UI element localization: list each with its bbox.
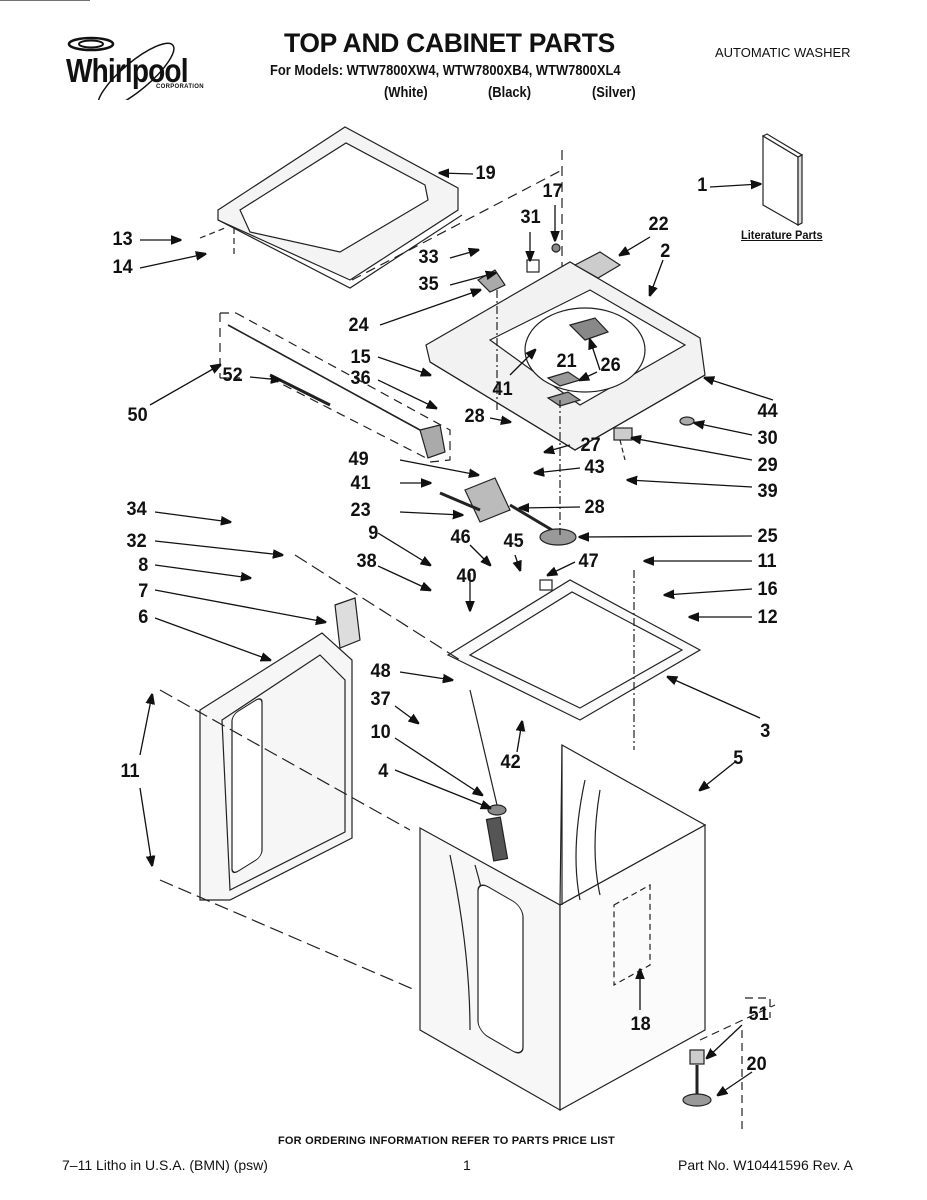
- callout-28[interactable]: 28: [464, 406, 485, 427]
- callout-39[interactable]: 39: [757, 481, 778, 502]
- callout-40[interactable]: 40: [456, 566, 477, 587]
- variant-silver: (Silver): [592, 84, 636, 101]
- callout-52[interactable]: 52: [222, 365, 243, 386]
- callout-50[interactable]: 50: [127, 405, 148, 426]
- top-assembly-part: [425, 243, 706, 451]
- callout-9[interactable]: 9: [368, 523, 379, 544]
- callout-51[interactable]: 51: [748, 1004, 769, 1025]
- callout-16[interactable]: 16: [757, 579, 778, 600]
- callout-7[interactable]: 7: [138, 581, 149, 602]
- callout-31[interactable]: 31: [520, 207, 541, 228]
- callout-13[interactable]: 13: [112, 229, 133, 250]
- page-title: TOP AND CABINET PARTS: [284, 28, 615, 58]
- hinge-bracket-7: [334, 597, 361, 649]
- callout-32[interactable]: 32: [126, 531, 147, 552]
- brand-name: Whirlpool: [66, 52, 189, 89]
- callout-5[interactable]: 5: [733, 748, 744, 769]
- callout-41b[interactable]: 41: [350, 473, 371, 494]
- ordering-note: FOR ORDERING INFORMATION REFER TO PARTS …: [278, 1135, 615, 1147]
- callout-29[interactable]: 29: [757, 455, 778, 476]
- swirl-icon: [67, 36, 175, 110]
- callout-43[interactable]: 43: [584, 457, 605, 478]
- product-type: AUTOMATIC WASHER: [715, 45, 851, 60]
- callout-21[interactable]: 21: [556, 351, 577, 372]
- variant-black: (Black): [488, 84, 532, 101]
- callout-20[interactable]: 20: [746, 1054, 767, 1075]
- callout-45[interactable]: 45: [503, 531, 524, 552]
- models-line: For Models: WTW7800XW4, WTW7800XB4, WTW7…: [270, 62, 621, 79]
- callout-22[interactable]: 22: [648, 214, 669, 235]
- callout-24[interactable]: 24: [348, 315, 369, 336]
- callout-37[interactable]: 37: [370, 689, 391, 710]
- callout-28b[interactable]: 28: [584, 497, 605, 518]
- callout-41[interactable]: 41: [492, 379, 513, 400]
- callout-18[interactable]: 18: [630, 1014, 651, 1035]
- part-number: Part No. W10441596 Rev. A: [678, 1157, 853, 1173]
- callout-42[interactable]: 42: [500, 752, 521, 773]
- callout-26[interactable]: 26: [600, 355, 621, 376]
- callout-19[interactable]: 19: [475, 163, 496, 184]
- callout-47[interactable]: 47: [578, 551, 599, 572]
- literature-booklet: [761, 133, 804, 227]
- brand-subtitle: CORPORATION: [156, 84, 204, 90]
- callout-46[interactable]: 46: [450, 527, 471, 548]
- callout-35[interactable]: 35: [418, 274, 439, 295]
- bracket-23: [464, 477, 511, 523]
- callout-6[interactable]: 6: [138, 607, 149, 628]
- litho-info: 7–11 Litho in U.S.A. (BMN) (psw): [62, 1157, 268, 1173]
- callout-30[interactable]: 30: [757, 428, 778, 449]
- callout-8[interactable]: 8: [138, 555, 149, 576]
- callout-3[interactable]: 3: [760, 721, 771, 742]
- callout-49[interactable]: 49: [348, 449, 369, 470]
- callout-14[interactable]: 14: [112, 257, 133, 278]
- callout-36[interactable]: 36: [350, 368, 371, 389]
- lid-part: [0, 0, 463, 289]
- callout-10[interactable]: 10: [370, 722, 391, 743]
- base-frame-part: [446, 579, 702, 721]
- callout-12[interactable]: 12: [757, 607, 778, 628]
- variant-white: (White): [384, 84, 428, 101]
- cabinet-part: [419, 743, 707, 1112]
- spring-4: [485, 816, 509, 862]
- literature-parts-label: Literature Parts: [741, 228, 823, 242]
- page-number: 1: [463, 1157, 471, 1173]
- callout-27[interactable]: 27: [580, 435, 601, 456]
- callout-44[interactable]: 44: [757, 401, 778, 422]
- callout-11[interactable]: 11: [757, 551, 777, 572]
- callout-15[interactable]: 15: [350, 347, 371, 368]
- callout-48[interactable]: 48: [370, 661, 391, 682]
- whirlpool-logo: Whirlpool CORPORATION: [36, 30, 216, 110]
- callout-34[interactable]: 34: [126, 499, 147, 520]
- callout-25[interactable]: 25: [757, 526, 778, 547]
- callout-23[interactable]: 23: [350, 500, 371, 521]
- callout-33[interactable]: 33: [418, 247, 439, 268]
- callout-38[interactable]: 38: [356, 551, 377, 572]
- callout-1[interactable]: 1: [697, 175, 708, 196]
- callout-11b[interactable]: 11: [120, 761, 140, 782]
- callout-4[interactable]: 4: [378, 761, 389, 782]
- pad-25: [539, 528, 577, 546]
- callout-17[interactable]: 17: [542, 181, 563, 202]
- callout-2[interactable]: 2: [660, 241, 671, 262]
